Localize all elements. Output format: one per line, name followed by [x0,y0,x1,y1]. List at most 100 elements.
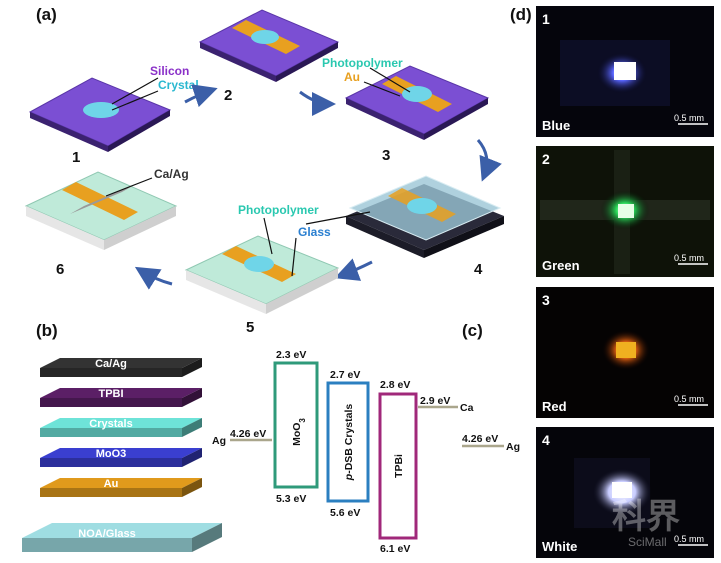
photo-1-number: 1 [542,11,550,27]
stack-layer-label: Au [104,478,119,490]
silicon-leader [111,77,159,105]
moo3-name: MoO3 [291,418,307,446]
arrow-2-3 [299,90,336,116]
step-1-number: 1 [72,149,80,166]
crystal-leader [111,90,159,111]
step-4-number: 4 [474,261,483,278]
photo-3-caption: Red [542,399,567,414]
ca-ag-leader [105,177,153,197]
ca-ag-label: Ca/Ag [154,167,189,181]
stack-layer-au: Au [40,478,202,497]
pdsb-top-value: 2.7 eV [330,369,360,381]
photo-2-scale: 0.5 mm [674,253,704,263]
red-emission-spot [616,342,636,358]
au-leader [363,81,401,97]
photopolymer-label-top: Photopolymer [322,56,403,70]
moo3-top-value: 2.3 eV [276,349,306,361]
photo-red: 3 Red 0.5 mm [536,287,714,418]
step-6-device [24,171,178,250]
ca-value: 2.9 eV [420,395,450,407]
photo-3-scale: 0.5 mm [674,394,704,404]
tpbi-top-value: 2.8 eV [380,379,410,391]
crystal-shape [251,30,279,44]
stack-layer-crystals: Crystals [40,418,202,437]
step-3-number: 3 [382,147,390,164]
watermark-latin: SciMall [628,535,667,549]
tpbi-bottom-value: 6.1 eV [380,543,410,555]
watermark-chars: 科界 [612,498,680,536]
crystal-shape [83,102,119,118]
silicon-label: Silicon [150,64,189,78]
stack-layer-label: Ca/Ag [95,358,127,370]
panel-d: (d) 1 Blue 0.5 mm 2 Green 0.5 mm [510,5,714,558]
tpbi-box [378,392,418,540]
moo3-box [273,361,319,489]
arrow-5-6 [134,266,173,290]
photo-white: 4 White 0.5 mm [536,427,714,558]
step-1-wafer [28,77,172,152]
tpbi-name: TPBi [393,454,405,478]
photo-2-caption: Green [542,258,580,273]
arrow-4-5 [334,258,373,281]
panel-c: (c) Ag 4.26 eV 2.3 eV 5.3 eV MoO3 2.7 eV… [212,321,520,555]
ca-name: Ca [460,402,474,414]
crystal-label: Crystal [158,78,199,92]
pdsb-bottom-value: 5.6 eV [330,507,360,519]
crystal-shape [244,256,274,272]
panel-b-label: (b) [36,321,58,340]
au-label: Au [344,70,360,84]
crystal-shape [407,198,437,214]
step-2-wafer [198,9,340,82]
ag-name-left: Ag [212,435,226,447]
photo-green: 2 Green 0.5 mm [536,146,714,277]
stack-layer-moo3: MoO3 [40,448,202,467]
photopolymer-label-bottom: Photopolymer [238,203,319,217]
photo-blue: 1 Blue 0.5 mm [536,6,714,137]
stack-layer-label: Crystals [89,418,132,430]
panel-c-label: (c) [462,321,483,340]
green-emission-spot [618,204,634,218]
step-3-wafer [344,65,490,140]
ag-value-left: 4.26 eV [230,428,266,440]
step-4-stack [346,175,504,258]
panel-a: (a) 1 Silicon Crystal 2 [24,5,504,336]
photo-4-caption: White [542,539,577,554]
white-emission-spot [612,482,632,498]
moo3-bottom-value: 5.3 eV [276,493,306,505]
photo-2-number: 2 [542,151,550,167]
stack-layer-label: TPBI [98,388,123,400]
blue-emission-spot [614,62,636,80]
step-6-number: 6 [56,261,64,278]
ca-ag-strip [70,184,136,214]
arrow-1-2 [184,84,218,108]
photopolymer-leader-bottom [263,217,273,255]
arrow-3-4 [476,139,502,182]
step-2-number: 2 [224,87,232,104]
crystal-shape [402,86,432,102]
glass-leader-bottom [291,237,297,277]
glass-leader [305,211,371,225]
photo-1-scale: 0.5 mm [674,113,704,123]
glass-label: Glass [298,225,331,239]
stack-layer-noa-glass: NOA/Glass [22,523,222,552]
panel-d-label: (d) [510,5,532,24]
stack-layer-label: NOA/Glass [78,528,135,540]
stack-layer-label: MoO3 [96,448,127,460]
photopolymer-leader-top [369,67,411,93]
photo-4-number: 4 [542,432,550,448]
stack-layer-ca-ag: Ca/Ag [40,358,202,377]
step-5-device [184,235,340,314]
ag-name-right: Ag [506,441,520,453]
step-5-number: 5 [246,319,254,336]
panel-a-label: (a) [36,5,57,24]
photo-3-number: 3 [542,292,550,308]
stack-layer-tpbi: TPBI [40,388,202,407]
ag-value-right: 4.26 eV [462,433,498,445]
photo-1-caption: Blue [542,118,570,133]
pdsb-name: p-DSB Crystals [343,404,355,482]
photo-4-scale: 0.5 mm [674,534,704,544]
pdsb-box [326,381,370,503]
